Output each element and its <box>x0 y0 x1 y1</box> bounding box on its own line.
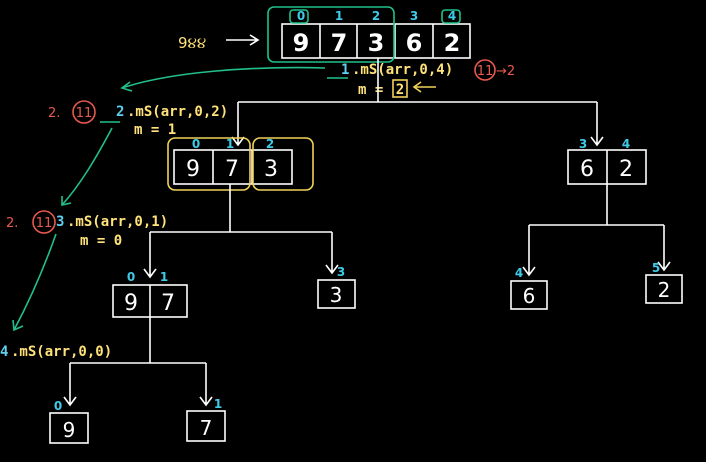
top-value-3: 6 <box>406 29 423 57</box>
left-sub-index-2: 2 <box>266 137 274 151</box>
call-3-text: .mS(arr,0,1) <box>67 214 168 230</box>
call-4-text: .mS(arr,0,0) <box>11 344 112 360</box>
call-3-number: 3 <box>56 214 64 230</box>
arrow-right-sub <box>590 102 604 147</box>
level2-left-index-1: 1 <box>160 270 168 284</box>
left-sub-value-0: 9 <box>186 157 200 182</box>
arrow-leaf-7 <box>199 363 213 407</box>
top-index-1: 1 <box>335 9 343 23</box>
handwritten-note: 9૪૪ <box>178 34 206 52</box>
leaf-a-value: 9 <box>63 418 76 442</box>
level2-left-value-1: 7 <box>161 291 175 316</box>
right-sub-value-1: 2 <box>619 157 633 182</box>
note-arrow <box>226 34 260 46</box>
right-subarray: 6 2 3 4 <box>567 137 647 185</box>
level2-r2-value-0: 2 <box>658 278 671 302</box>
green-arrow-2-to-3 <box>61 127 113 206</box>
level2-left-value-0: 9 <box>124 291 138 316</box>
red-circle-top-label: 11 <box>477 64 494 79</box>
left-sub-index-1: 1 <box>226 137 234 151</box>
yellow-highlight-3 <box>252 137 314 191</box>
top-index-4: 4 <box>448 9 456 23</box>
leaf-9-array: 9 0 <box>49 399 89 444</box>
yellow-highlight-9-7 <box>167 137 251 191</box>
level2-r1-value-0: 6 <box>523 284 536 308</box>
level2-r1-index-0: 4 <box>515 266 523 280</box>
top-value-0: 9 <box>293 29 310 57</box>
top-value-1: 7 <box>331 29 348 57</box>
red-circle-2-label: 11 <box>76 106 93 121</box>
call-1-mid-value: 2 <box>396 82 404 98</box>
step-label-2b: 2. <box>6 216 18 231</box>
red-note-right: →2 <box>496 64 515 79</box>
level2-mid-value-0: 3 <box>330 283 343 307</box>
green-highlight-left-half <box>267 6 395 63</box>
level2-left-index-0: 0 <box>127 270 135 284</box>
level2-right1-array: 6 4 <box>510 266 548 310</box>
call-4-number: 4 <box>0 344 8 360</box>
arrow-9-7 <box>143 232 157 279</box>
top-value-4: 2 <box>444 29 461 57</box>
arrow-2 <box>657 225 671 272</box>
leaf-a-index: 0 <box>54 399 62 413</box>
arrow-3 <box>325 232 339 275</box>
leaf-b-index: 1 <box>214 397 222 411</box>
top-index-3: 3 <box>410 9 418 23</box>
mid-arrow <box>412 81 436 93</box>
right-sub-index-0: 3 <box>579 137 587 151</box>
left-sub-value-1: 7 <box>225 157 239 182</box>
call-3-mid: m = 0 <box>80 233 122 249</box>
red-circle-top <box>474 59 496 81</box>
top-array: 9 7 3 6 2 0 1 2 3 4 <box>281 9 471 59</box>
red-circle-2 <box>72 100 96 124</box>
leaf-b-value: 7 <box>200 416 213 440</box>
arrow-leaf-9 <box>63 363 77 407</box>
right-sub-index-1: 4 <box>622 137 630 151</box>
top-value-2: 3 <box>368 29 385 57</box>
call-1-text: .mS(arr,0,4) <box>352 62 453 78</box>
step-label-2a: 2. <box>48 106 60 121</box>
level2-mid-array: 3 3 <box>317 265 356 309</box>
left-sub-value-2: 3 <box>264 157 278 182</box>
level2-right2-array: 2 5 <box>645 261 683 304</box>
green-index-box-0 <box>289 9 309 24</box>
right-sub-value-0: 6 <box>580 157 594 182</box>
top-index-2: 2 <box>372 9 380 23</box>
call-2-number: 2 <box>116 104 124 120</box>
left-sub-index-0: 0 <box>192 137 200 151</box>
green-index-box-4 <box>441 9 461 24</box>
call-2-mid: m = 1 <box>134 122 176 138</box>
arrow-6 <box>522 225 536 277</box>
call-1-number: 1 <box>341 62 349 78</box>
red-circle-3-label: 11 <box>36 216 53 231</box>
red-circle-3 <box>32 210 56 234</box>
green-arrow-3-to-4 <box>12 233 57 332</box>
mid-value-box <box>392 79 408 98</box>
leaf-7-array: 7 1 <box>186 397 226 442</box>
green-arrow-1-to-2 <box>120 66 326 92</box>
level2-r2-index-0: 5 <box>652 261 660 275</box>
call-2-text: .mS(arr,0,2) <box>127 104 228 120</box>
level2-mid-index-0: 3 <box>337 265 345 279</box>
call-1-mid: m = <box>358 82 383 98</box>
left-subarray: 9 7 3 0 1 2 <box>173 137 293 185</box>
top-index-0: 0 <box>297 9 305 23</box>
